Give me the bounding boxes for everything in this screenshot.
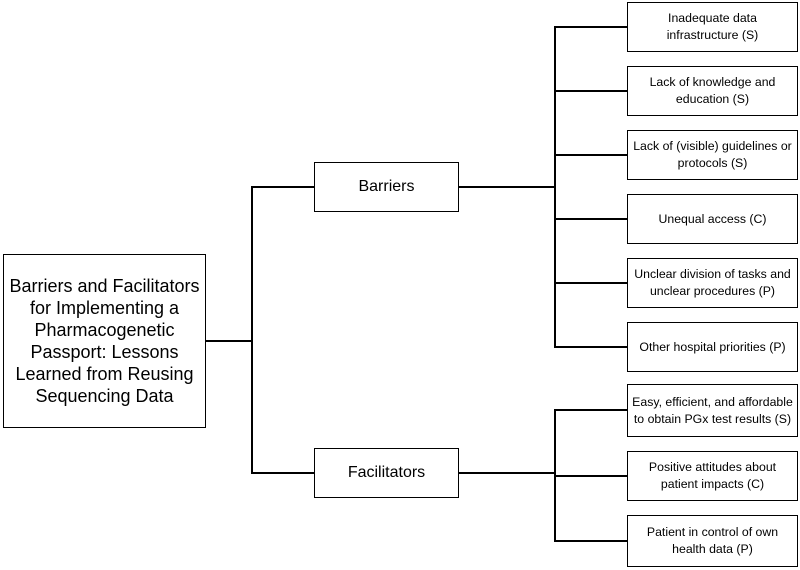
facilitator-leaf-label: Easy, efficient, and affordable to obtai… [632,394,793,426]
barrier-leaf-label: Inadequate data infrastructure (S) [666,11,759,42]
barriers-node: Barriers [314,162,459,212]
barrier-leaf: Other hospital priorities (P) [627,322,798,372]
barriers-node-label: Barriers [358,178,415,195]
barrier-leaf-label: Other hospital priorities (P) [639,339,786,354]
root-node-label: Barriers and Facilitators for Implementi… [9,276,200,406]
barrier-leaf-label: Lack of (visible) guidelines or protocol… [633,139,792,170]
facilitator-leaf: Easy, efficient, and affordable to obtai… [627,384,798,437]
barrier-leaf-label: Unclear division of tasks and unclear pr… [634,267,791,298]
facilitator-leaf-label: Positive attitudes about patient impacts… [648,460,777,491]
root-node: Barriers and Facilitators for Implementi… [3,254,206,428]
facilitator-leaf: Positive attitudes about patient impacts… [627,451,798,501]
barrier-leaf: Inadequate data infrastructure (S) [627,2,798,52]
facilitators-node: Facilitators [314,448,459,498]
barrier-leaf: Lack of knowledge and education (S) [627,66,798,116]
barrier-leaf-label: Lack of knowledge and education (S) [649,75,776,106]
facilitator-leaf-label: Patient in control of own health data (P… [646,525,779,556]
barrier-leaf: Unclear division of tasks and unclear pr… [627,258,798,308]
barrier-leaf: Unequal access (C) [627,194,798,244]
facilitator-leaf: Patient in control of own health data (P… [627,515,798,567]
facilitators-node-label: Facilitators [347,464,426,481]
barrier-leaf-label: Unequal access (C) [658,211,767,226]
barrier-leaf: Lack of (visible) guidelines or protocol… [627,130,798,180]
